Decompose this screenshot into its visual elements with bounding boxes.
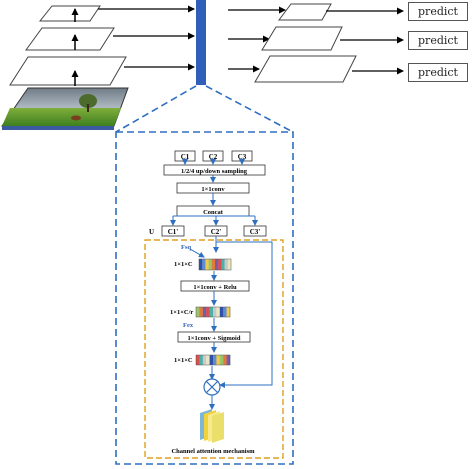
conv-sigmoid-label: 1×1conv + Sigmoid bbox=[188, 335, 241, 342]
feature-plane-2 bbox=[25, 27, 115, 51]
input-c3-label: C3 bbox=[238, 153, 247, 161]
feature-plane-3 bbox=[9, 56, 127, 86]
u-label: U bbox=[149, 228, 154, 236]
predict-box-3: predict bbox=[408, 63, 468, 82]
predict-box-1: predict bbox=[408, 2, 468, 21]
attention-caption: Channel attention mechanism bbox=[171, 448, 255, 455]
input-c1-label: C1 bbox=[181, 153, 190, 161]
input-pyramid bbox=[1, 5, 195, 130]
output-plane-1 bbox=[278, 3, 332, 21]
fex-label: Fex bbox=[183, 322, 194, 329]
dim1-label: 1×1×C bbox=[174, 261, 193, 268]
attention-outline bbox=[144, 239, 284, 459]
fsq-label: Fsq bbox=[181, 244, 192, 251]
channel-strip-3 bbox=[195, 354, 231, 366]
landscape-photo-icon bbox=[1, 87, 129, 130]
predict-box-2: predict bbox=[408, 31, 468, 50]
input-c2-label: C2 bbox=[209, 153, 218, 161]
output-pyramid bbox=[228, 3, 404, 83]
channel-strip-1 bbox=[198, 258, 232, 271]
fusion-module bbox=[161, 150, 267, 237]
feature-map-stack-icon bbox=[200, 409, 224, 443]
sampling-label: 1/2/4 up/down sampling bbox=[181, 168, 248, 175]
output-plane-2 bbox=[261, 26, 343, 51]
conv-relu-label: 1×1conv + Relu bbox=[193, 284, 237, 291]
concat-label: Concat bbox=[203, 209, 224, 216]
conv-label: 1×1conv bbox=[201, 186, 225, 193]
fusion-stem-bar bbox=[196, 0, 206, 85]
feature-plane-1 bbox=[38, 5, 101, 22]
zoom-outline bbox=[115, 85, 294, 465]
output-c2-label: C2' bbox=[211, 228, 222, 236]
dim3-label: 1×1×C bbox=[174, 357, 193, 364]
output-plane-3 bbox=[254, 55, 357, 83]
skip-connection bbox=[215, 236, 273, 388]
multiply-circle-icon bbox=[203, 378, 221, 396]
dim2-label: 1×1×C/r bbox=[170, 309, 193, 316]
output-c3-label: C3' bbox=[250, 228, 261, 236]
channel-strip-2 bbox=[195, 306, 231, 318]
output-c1-label: C1' bbox=[168, 228, 179, 236]
